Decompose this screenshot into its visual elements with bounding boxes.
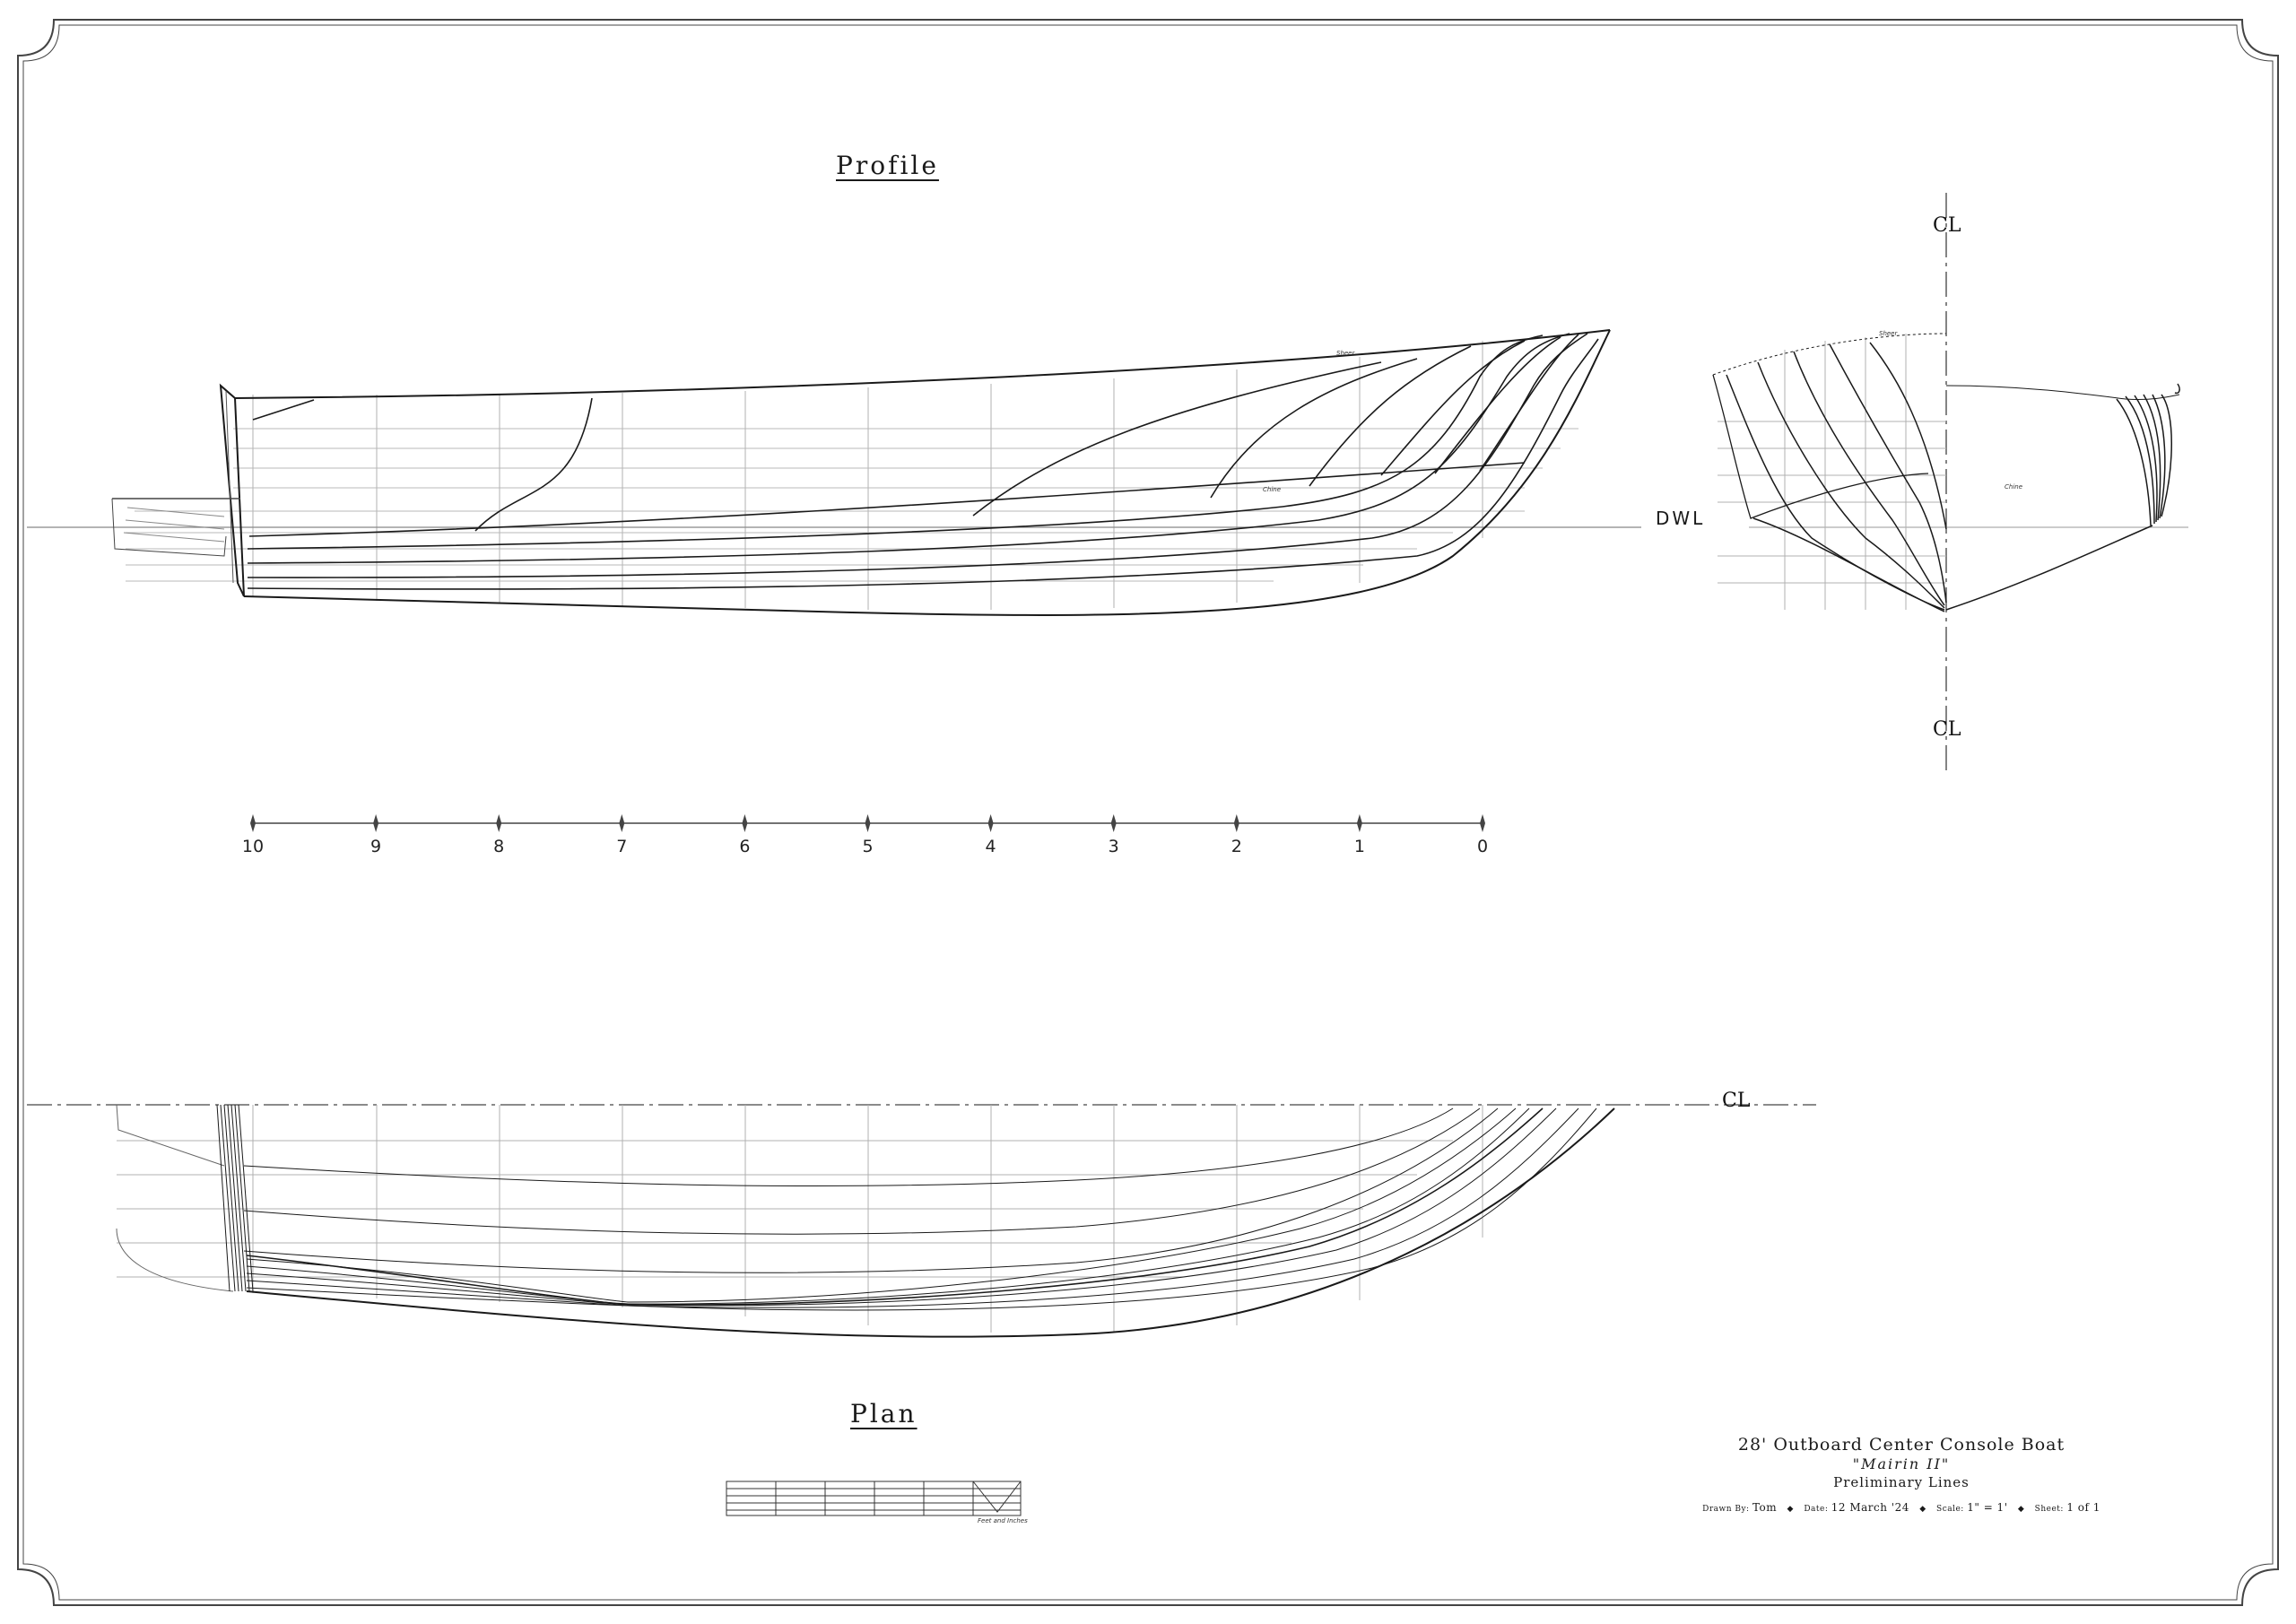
station-label: 1 bbox=[1354, 837, 1365, 856]
title-block: 28' Outboard Center Console Boat "Mairin… bbox=[1686, 1435, 2117, 1514]
station-label: 10 bbox=[242, 837, 264, 856]
profile-view: Sheer Chine bbox=[27, 329, 1641, 616]
boat-name: "Mairin II" bbox=[1852, 1455, 1951, 1472]
graphic-scale: Feet and Inches bbox=[726, 1481, 1028, 1524]
date-value: 12 March '24 bbox=[1831, 1501, 1909, 1514]
profile-view-title: Profile bbox=[836, 151, 939, 180]
centerline-mark-top: CL bbox=[1933, 214, 1961, 237]
outboard-bracket bbox=[111, 498, 240, 557]
profile-waterline-grid bbox=[126, 428, 1578, 582]
body-plan-view: Sheer Chine CL CL bbox=[1712, 193, 2188, 771]
station-tick bbox=[1233, 814, 1239, 832]
station-tick bbox=[742, 814, 748, 832]
dwl-label: DWL bbox=[1656, 508, 1706, 529]
station-label: 7 bbox=[616, 837, 627, 856]
title-block-meta: Drawn By: Tom ◆ Date: 12 March '24 ◆ Sca… bbox=[1686, 1501, 2117, 1514]
body-sheer-tag: Sheer bbox=[1879, 330, 1898, 337]
drawn-by-label: Drawn By: bbox=[1702, 1505, 1750, 1514]
station-label: 8 bbox=[493, 837, 504, 856]
sheet-border bbox=[17, 19, 2279, 1606]
body-chine-tag: Chine bbox=[2005, 483, 2022, 491]
station-tick bbox=[1356, 814, 1362, 832]
date-label: Date: bbox=[1804, 1505, 1829, 1514]
meta-separator: ◆ bbox=[2017, 1505, 2025, 1514]
stem-profile bbox=[243, 329, 1611, 616]
chine-line bbox=[248, 462, 1526, 537]
station-tick bbox=[1480, 814, 1485, 832]
station-label: 2 bbox=[1231, 837, 1242, 856]
sheet-value: 1 of 1 bbox=[2066, 1501, 2100, 1514]
chine-tag: Chine bbox=[1263, 486, 1281, 493]
transom-profile bbox=[219, 383, 245, 597]
plan-view-title: Plan bbox=[850, 1399, 918, 1429]
station-label: 5 bbox=[862, 837, 873, 856]
scale-value: 1" = 1' bbox=[1967, 1501, 2008, 1514]
station-tick bbox=[496, 814, 502, 832]
station-label: 3 bbox=[1109, 837, 1119, 856]
station-label: 0 bbox=[1477, 837, 1488, 856]
sheer-line bbox=[234, 329, 1611, 399]
meta-separator: ◆ bbox=[1787, 1505, 1794, 1514]
station-tick bbox=[865, 814, 871, 832]
plan-sheer bbox=[246, 1107, 1615, 1338]
buttock-lines bbox=[247, 333, 1599, 590]
station-tick bbox=[373, 814, 379, 832]
centerline-mark-bottom: CL bbox=[1933, 718, 1961, 741]
plan-chine bbox=[246, 1107, 1544, 1306]
drawing-type: Preliminary Lines bbox=[1833, 1474, 1970, 1490]
station-tick bbox=[987, 814, 994, 832]
station-label: 4 bbox=[986, 837, 996, 856]
meta-separator: ◆ bbox=[1919, 1505, 1926, 1514]
station-tick bbox=[619, 814, 625, 832]
boat-title: 28' Outboard Center Console Boat bbox=[1737, 1435, 2066, 1455]
sheet-label: Sheet: bbox=[2034, 1505, 2064, 1514]
centerline-mark-plan: CL bbox=[1722, 1090, 1751, 1112]
drawn-by-value: Tom bbox=[1752, 1501, 1778, 1514]
scale-units-note: Feet and Inches bbox=[978, 1517, 1028, 1524]
station-label: 9 bbox=[370, 837, 381, 856]
station-tick bbox=[250, 814, 256, 832]
sheer-tag: Sheer bbox=[1336, 350, 1355, 357]
scale-label: Scale: bbox=[1936, 1505, 1964, 1514]
station-tick bbox=[1110, 814, 1117, 832]
plan-view: CL bbox=[27, 1090, 1816, 1338]
station-label: 6 bbox=[739, 837, 750, 856]
